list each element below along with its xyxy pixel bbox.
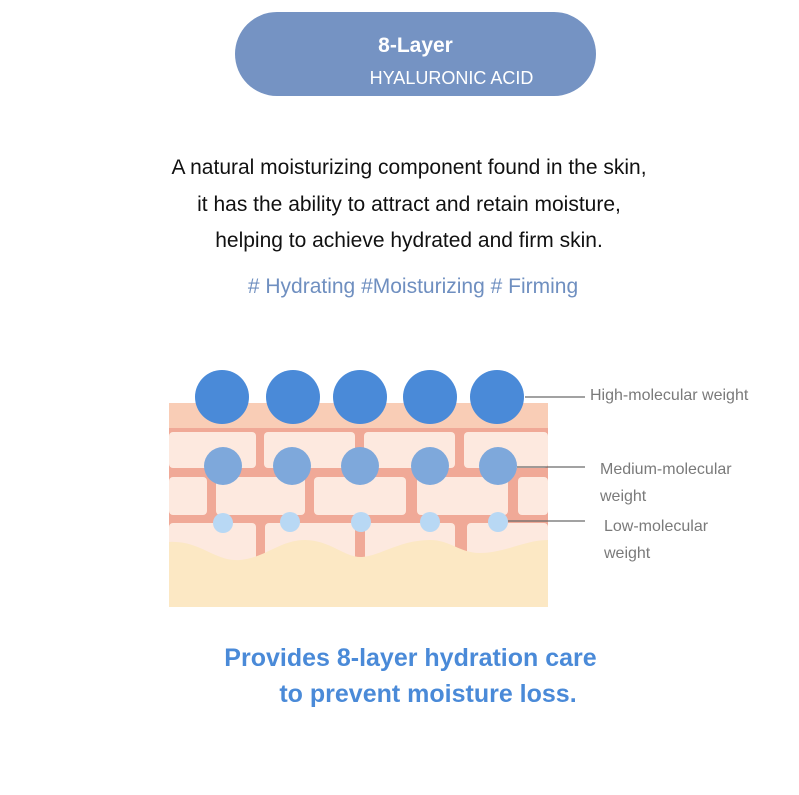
footer-line: Provides 8-layer hydration care — [224, 644, 597, 672]
low-molecule — [488, 512, 508, 532]
label-medium-molecular: Medium-molecular weight — [600, 456, 732, 510]
label-high-molecular: High-molecular weight — [590, 387, 749, 404]
leader-lines — [508, 396, 585, 522]
medium-molecular-molecules — [204, 447, 517, 485]
badge-subtitle: HYALURONIC ACID — [369, 68, 534, 88]
footer-tagline: Provides 8-layer hydration care to preve… — [0, 640, 799, 712]
high-molecular-molecules — [195, 370, 524, 424]
label-line: Low-molecular — [604, 518, 709, 535]
high-molecule — [266, 370, 320, 424]
hyaluronic-acid-badge: 8-Layer HYALURONIC ACID — [235, 12, 596, 96]
description-line: it has the ability to attract and retain… — [197, 192, 621, 216]
medium-molecule — [479, 447, 517, 485]
high-molecule — [470, 370, 524, 424]
low-molecule — [213, 513, 233, 533]
medium-molecule — [411, 447, 449, 485]
benefit-tags: # Hydrating #Moisturizing # Firming — [247, 275, 579, 298]
medium-molecule — [204, 447, 242, 485]
skin-layers — [169, 403, 548, 607]
medium-molecule — [341, 447, 379, 485]
description: A natural moisturizing component found i… — [0, 150, 799, 260]
description-line: helping to achieve hydrated and firm ski… — [215, 229, 603, 252]
badge-title: 8-Layer — [378, 34, 453, 57]
label-line: Medium-molecular — [600, 461, 732, 478]
low-molecule — [280, 512, 300, 532]
high-molecule — [403, 370, 457, 424]
label-line: weight — [600, 488, 647, 505]
low-molecule — [420, 512, 440, 532]
low-molecular-molecules — [213, 512, 508, 533]
low-molecule — [351, 512, 371, 532]
high-molecule — [333, 370, 387, 424]
dermis-layer — [169, 540, 548, 607]
footer-line: to prevent moisture loss. — [279, 680, 577, 708]
high-molecule — [195, 370, 249, 424]
label-line: weight — [604, 545, 651, 562]
medium-molecule — [273, 447, 311, 485]
description-line: A natural moisturizing component found i… — [171, 156, 647, 179]
label-low-molecular: Low-molecular weight — [604, 513, 708, 567]
